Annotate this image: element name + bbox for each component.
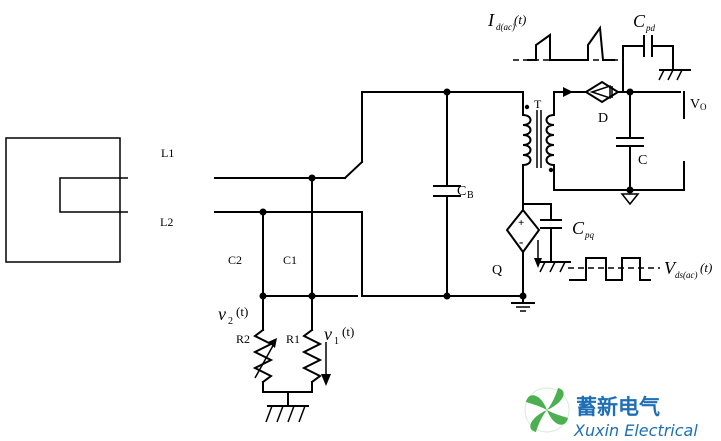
label-vds: V ds(ac) (t) bbox=[664, 258, 712, 280]
label-r1: R1 bbox=[286, 332, 300, 346]
label-t: T bbox=[534, 97, 542, 111]
svg-text:I: I bbox=[487, 10, 495, 30]
label-l1: L1 bbox=[161, 146, 174, 160]
label-minus: - bbox=[519, 234, 523, 249]
resistor-r1 bbox=[301, 295, 323, 393]
switch-q bbox=[505, 203, 571, 312]
watermark-en: Xuxin Electrical bbox=[573, 421, 698, 440]
svg-text:ds(ac): ds(ac) bbox=[675, 270, 698, 280]
watermark-cn: 蓄新电气 bbox=[576, 395, 660, 419]
label-vo: V O bbox=[690, 97, 707, 112]
v1-arrow bbox=[321, 342, 331, 386]
label-cpq: C pq bbox=[572, 218, 595, 240]
svg-text:C: C bbox=[457, 184, 466, 199]
line-wires bbox=[214, 91, 364, 297]
transformer bbox=[521, 91, 556, 211]
svg-text:2: 2 bbox=[228, 316, 233, 327]
label-r2: R2 bbox=[236, 332, 250, 346]
label-c: C bbox=[638, 153, 647, 168]
label-v1: v 1 (t) bbox=[324, 324, 354, 347]
svg-text:pq: pq bbox=[584, 230, 595, 240]
resistor-ground bbox=[262, 391, 313, 423]
label-c2: C2 bbox=[228, 253, 242, 267]
lisn-box bbox=[5, 137, 128, 263]
svg-text:1: 1 bbox=[334, 336, 339, 347]
svg-text:(t): (t) bbox=[236, 304, 248, 319]
l1-riser bbox=[343, 160, 364, 180]
svg-text:V: V bbox=[690, 97, 700, 112]
svg-text:(t): (t) bbox=[342, 324, 354, 339]
svg-text:v: v bbox=[324, 324, 332, 344]
svg-text:O: O bbox=[700, 102, 707, 112]
svg-text:C: C bbox=[633, 11, 646, 31]
svg-text:(t): (t) bbox=[514, 12, 526, 27]
label-l2: L2 bbox=[160, 215, 173, 229]
label-cb: C B bbox=[457, 184, 474, 201]
bulk-capacitor-cb bbox=[361, 88, 524, 300]
label-v2: v 2 (t) bbox=[218, 304, 248, 327]
resistor-r2 bbox=[252, 295, 277, 393]
svg-text:v: v bbox=[218, 304, 226, 324]
svg-text:(t): (t) bbox=[700, 260, 712, 275]
watermark-logo: 蓄新电气 Xuxin Electrical bbox=[524, 387, 698, 440]
svg-text:V: V bbox=[664, 258, 677, 278]
vds-waveform bbox=[568, 257, 660, 281]
c-branches bbox=[259, 174, 358, 300]
label-d: D bbox=[598, 111, 608, 126]
label-plus: + bbox=[518, 217, 524, 229]
leaf-logo-icon bbox=[524, 387, 570, 433]
svg-text:pd: pd bbox=[645, 23, 656, 33]
label-cpd: C pd bbox=[633, 11, 656, 33]
secondary-wiring bbox=[553, 35, 691, 206]
svg-text:C: C bbox=[572, 218, 585, 238]
id-waveform bbox=[513, 25, 618, 61]
label-q: Q bbox=[492, 263, 502, 278]
svg-text:B: B bbox=[467, 190, 474, 201]
svg-text:d(ac): d(ac) bbox=[496, 22, 515, 32]
label-c1: C1 bbox=[283, 253, 297, 267]
label-id: I d(ac) (t) bbox=[487, 10, 526, 32]
